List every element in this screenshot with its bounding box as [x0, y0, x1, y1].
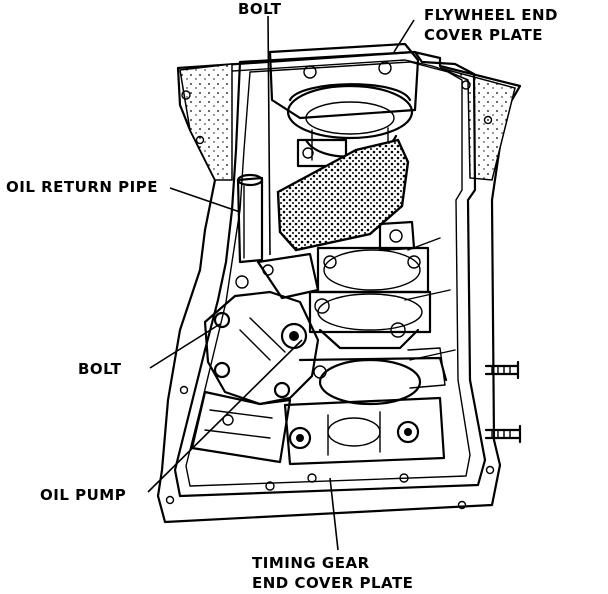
label-timing-line1: TIMING GEAR — [252, 554, 370, 572]
leader-oil-pump — [147, 339, 303, 493]
oil-strainer — [276, 138, 410, 252]
label-oil-return-pipe: OIL RETURN PIPE — [6, 178, 158, 196]
oil-return-pipe-part — [236, 173, 264, 264]
leader-bolt-top — [267, 15, 271, 256]
pan-studs — [484, 360, 522, 444]
label-bolt-top: BOLT — [238, 0, 282, 18]
label-flywheel-line2: COVER PLATE — [424, 26, 543, 44]
leader-timing-gear — [329, 477, 339, 551]
label-bolt-left: BOLT — [78, 360, 122, 378]
leader-flywheel — [393, 19, 415, 53]
label-flywheel-line1: FLYWHEEL END — [424, 6, 558, 24]
oil-pan-flange — [156, 50, 522, 524]
label-timing-line2: END COVER PLATE — [252, 574, 413, 592]
leader-oil-return — [169, 187, 241, 213]
diagram-labels: BOLT FLYWHEEL END COVER PLATE OIL RETURN… — [6, 0, 558, 592]
pan-bolts — [222, 237, 456, 491]
leader-bolt-left — [149, 323, 221, 369]
leader-lines — [147, 15, 415, 551]
gasket-outline — [173, 50, 487, 498]
oil-pump-part — [190, 252, 320, 464]
label-oil-pump: OIL PUMP — [40, 486, 126, 504]
